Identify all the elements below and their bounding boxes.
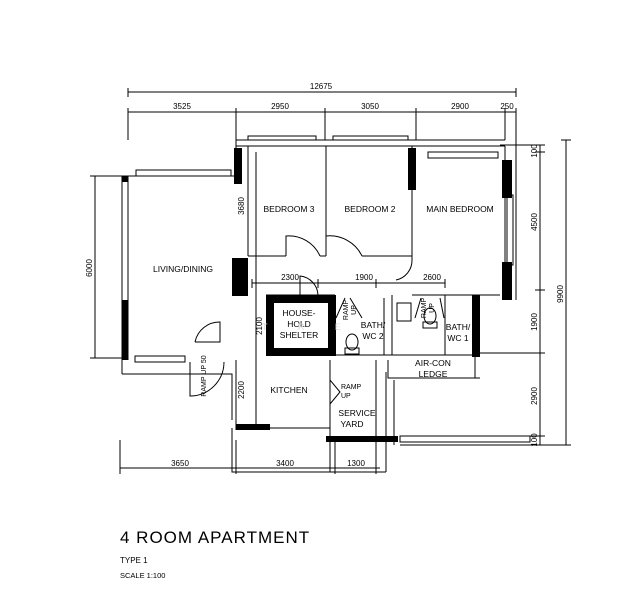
- room-living-dining: LIVING/DINING: [153, 264, 213, 274]
- ramp-up-service-line-2: UP: [341, 393, 351, 400]
- room-kitchen: KITCHEN: [270, 385, 307, 395]
- dim-bottom-1: 3650: [171, 459, 189, 468]
- dim-bottom-2: 3400: [276, 459, 294, 468]
- dim-right-1: 100: [530, 144, 539, 158]
- room-aircon-ledge-line-1: AIR-CON: [415, 358, 451, 368]
- plan-scale: SCALE 1:100: [120, 571, 166, 580]
- dim-right-2: 4500: [530, 213, 539, 231]
- dim-internal-v-4: 2200: [237, 381, 246, 399]
- dim-right-total: 9900: [556, 285, 565, 303]
- room-service-yard-line-2: YARD: [341, 419, 364, 429]
- room-bedroom-3: BEDROOM 3: [263, 204, 314, 214]
- plan-type: TYPE 1: [120, 556, 148, 565]
- dim-internal-v-2: 1100: [237, 267, 246, 285]
- dim-right-4: 2900: [530, 387, 539, 405]
- ramp-up-bath2: RAMP: [343, 300, 350, 321]
- dim-top-1: 3525: [173, 102, 191, 111]
- dim-right-3: 1900: [530, 313, 539, 331]
- room-bedroom-2: BEDROOM 2: [344, 204, 395, 214]
- room-aircon-ledge-line-2: LEDGE: [419, 369, 448, 379]
- room-bath-wc-1-line-2: WC 1: [447, 333, 469, 343]
- dim-overall-width: 12675: [310, 82, 333, 91]
- room-bath-wc-1-line-1: BATH/: [446, 322, 471, 332]
- dim-internal-h-2: 1900: [355, 273, 373, 282]
- dim-bottom-3: 1300: [347, 459, 365, 468]
- dim-internal-v-1: 3680: [237, 197, 246, 215]
- room-service-yard-line-1: SERVICE: [338, 408, 375, 418]
- dim-top-4: 2900: [451, 102, 469, 111]
- room-bath-wc-2-line-2: WC 2: [362, 331, 384, 341]
- room-main-bedroom: MAIN BEDROOM: [426, 204, 494, 214]
- dim-right-5: 100: [530, 433, 539, 447]
- room-household-shelter-line-3: SHELTER: [280, 330, 319, 340]
- dim-top-2: 2950: [271, 102, 289, 111]
- room-household-shelter-line-2: HOLD: [287, 319, 311, 329]
- title-block: 4 ROOM APARTMENT TYPE 1 SCALE 1:100: [120, 528, 310, 580]
- ramp-up-bath1-b: UP: [429, 303, 436, 313]
- dim-top-3: 3050: [361, 102, 379, 111]
- dim-internal-h-3: 2600: [423, 273, 441, 282]
- dim-internal-v-3: 2100: [255, 317, 264, 335]
- dim-top-5: 250: [500, 102, 514, 111]
- dim-left: 6000: [85, 259, 94, 277]
- ramp-up-service-line-1: RAMP: [341, 384, 362, 391]
- ramp-up-bath2-b: UP: [351, 305, 358, 315]
- plan-title: 4 ROOM APARTMENT: [120, 528, 311, 547]
- dim-internal-h-1: 2300: [281, 273, 299, 282]
- watermark: T R E: [262, 322, 355, 332]
- ramp-up-50-label: RAMP UP 50: [201, 355, 208, 396]
- room-household-shelter-line-1: HOUSE-: [282, 308, 315, 318]
- ramp-up-bath1: RAMP: [421, 298, 428, 319]
- room-bath-wc-2-line-1: BATH/: [361, 320, 386, 330]
